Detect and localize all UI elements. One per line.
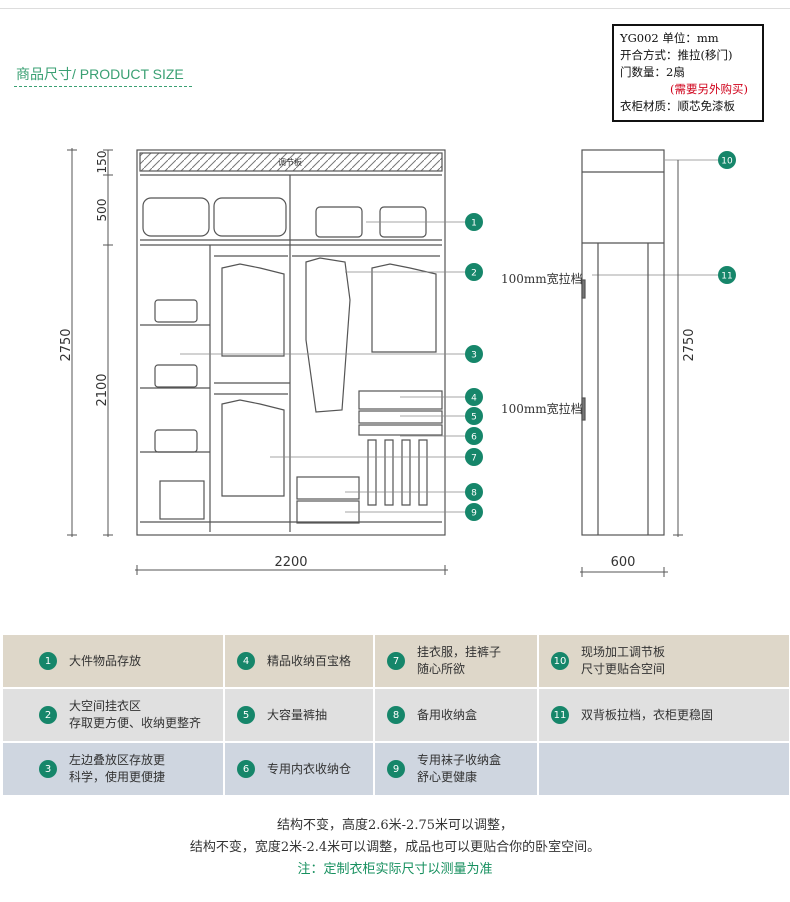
callout-10: 10: [721, 157, 733, 167]
dim-500: 500: [95, 199, 109, 222]
feature-cell: 2 大空间挂衣区 存取更方便、收纳更整齐: [3, 689, 225, 741]
side-dimensions: [580, 160, 683, 577]
dim-150: 150: [95, 151, 109, 174]
front-top-label: 调节板: [278, 157, 302, 167]
feature-cell: 8 备用收纳盒: [375, 689, 539, 741]
feature-cell: 6 专用内衣收纳仓: [225, 743, 375, 795]
front-view: [136, 149, 446, 536]
callout-11: 11: [721, 272, 732, 282]
feature-number: 3: [39, 760, 57, 778]
feature-text: 现场加工调节板 尺寸更贴合空间: [581, 645, 666, 676]
note-disclaimer: 注：定制衣柜实际尺寸以测量为准: [297, 862, 493, 877]
feature-cell: 4 精品收纳百宝格: [225, 635, 375, 687]
section-title: 商品尺寸/ PRODUCT SIZE: [16, 66, 184, 82]
feature-number: 1: [39, 652, 57, 670]
callout-lines: [180, 159, 718, 513]
dim-2750-front: 2750: [59, 328, 74, 361]
feature-number: 5: [237, 706, 255, 724]
feature-number: 6: [237, 760, 255, 778]
feature-cell: 11 双背板拉档，衣柜更稳固: [539, 689, 789, 741]
feature-row: 3 左边叠放区存放更 科学，使用更便捷 6 专用内衣收纳仓 9 专用袜子收纳盒 舒心更…: [3, 743, 789, 795]
feature-cell-empty: [539, 743, 789, 795]
front-outline: [136, 149, 446, 536]
feature-text: 大容量裤抽: [267, 707, 328, 722]
callout-7: 7: [471, 454, 477, 464]
callout-3: 3: [471, 351, 477, 361]
dim-600: 600: [611, 555, 636, 570]
spec-material: 衣柜材质：顺芯免漆板: [620, 99, 735, 113]
side-outline: [581, 149, 665, 536]
feature-text: 专用袜子收纳盒 舒心更健康: [417, 753, 502, 784]
top-border: [0, 0, 790, 9]
callout-5: 5: [471, 413, 477, 423]
feature-text: 大空间挂衣区 存取更方便、收纳更整齐: [69, 699, 202, 730]
spec-note: (需要另外购买): [670, 82, 748, 96]
side-view: [581, 149, 665, 536]
front-dimensions: [67, 148, 448, 575]
feature-cell: 5 大容量裤抽: [225, 689, 375, 741]
feature-cell: 3 左边叠放区存放更 科学，使用更便捷: [3, 743, 225, 795]
section-underline: [14, 86, 192, 87]
dim-2750-side: 2750: [682, 328, 697, 361]
spec-box: YG002 单位：mm 开合方式：推拉(移门) 门数量：2扇 (需要另外购买) …: [612, 24, 764, 122]
feature-number: 10: [551, 652, 569, 670]
side-label-bottom: 100mm宽拉档: [501, 401, 583, 416]
feature-text: 左边叠放区存放更 科学，使用更便捷: [69, 753, 166, 784]
feature-text: 双背板拉档，衣柜更稳固: [581, 707, 714, 722]
feature-number: 7: [387, 652, 405, 670]
feature-row: 1 大件物品存放 4 精品收纳百宝格 7 挂衣服，挂裤子 随心所欲 10 现场加工调节板…: [3, 635, 789, 687]
callout-markers: [465, 151, 736, 521]
feature-cell: 9 专用袜子收纳盒 舒心更健康: [375, 743, 539, 795]
feature-cell: 10 现场加工调节板 尺寸更贴合空间: [539, 635, 789, 687]
callout-4: 4: [471, 394, 477, 404]
feature-text: 备用收纳盒: [417, 707, 478, 722]
feature-number: 9: [387, 760, 405, 778]
dim-2100: 2100: [95, 373, 110, 406]
adjust-board: [139, 152, 443, 172]
feature-cell: 1 大件物品存放: [3, 635, 225, 687]
side-label-top: 100mm宽拉档: [501, 271, 583, 286]
feature-text: 挂衣服，挂裤子 随心所欲: [417, 645, 502, 676]
callout-2: 2: [471, 269, 477, 279]
feature-text: 精品收纳百宝格: [267, 653, 352, 668]
feature-number: 8: [387, 706, 405, 724]
note-width: 结构不变，宽度2米-2.4米可以调整，成品也可以更贴合你的卧室空间。: [189, 840, 601, 855]
spec-opening: 开合方式：推拉(移门): [620, 48, 733, 62]
feature-number: 11: [551, 706, 569, 724]
feature-number: 4: [237, 652, 255, 670]
callout-8: 8: [471, 489, 477, 499]
feature-text: 专用内衣收纳仓: [267, 761, 352, 776]
callout-9: 9: [471, 509, 477, 519]
wardrobe-drawing: 调节板 150 500 2750 2100 2200: [59, 148, 736, 577]
spec-door-count: 门数量：2扇: [620, 65, 685, 79]
feature-text: 大件物品存放: [69, 653, 142, 668]
callout-1: 1: [471, 219, 477, 229]
note-height: 结构不变，高度2.6米-2.75米可以调整，: [276, 818, 513, 833]
feature-row: 2 大空间挂衣区 存取更方便、收纳更整齐 5 大容量裤抽 8 备用收纳盒 11 双背板拉…: [3, 689, 789, 741]
feature-cell: 7 挂衣服，挂裤子 随心所欲: [375, 635, 539, 687]
feature-number: 2: [39, 706, 57, 724]
callout-numbers: 1 2 3 4 5 6 7 8 9 10 11: [471, 157, 733, 519]
feature-table: 1 大件物品存放 4 精品收纳百宝格 7 挂衣服，挂裤子 随心所欲 10 现场加工调节板…: [3, 635, 789, 797]
dim-2200: 2200: [274, 555, 307, 570]
spec-model-unit: YG002 单位：mm: [620, 31, 719, 45]
callout-6: 6: [471, 433, 477, 443]
